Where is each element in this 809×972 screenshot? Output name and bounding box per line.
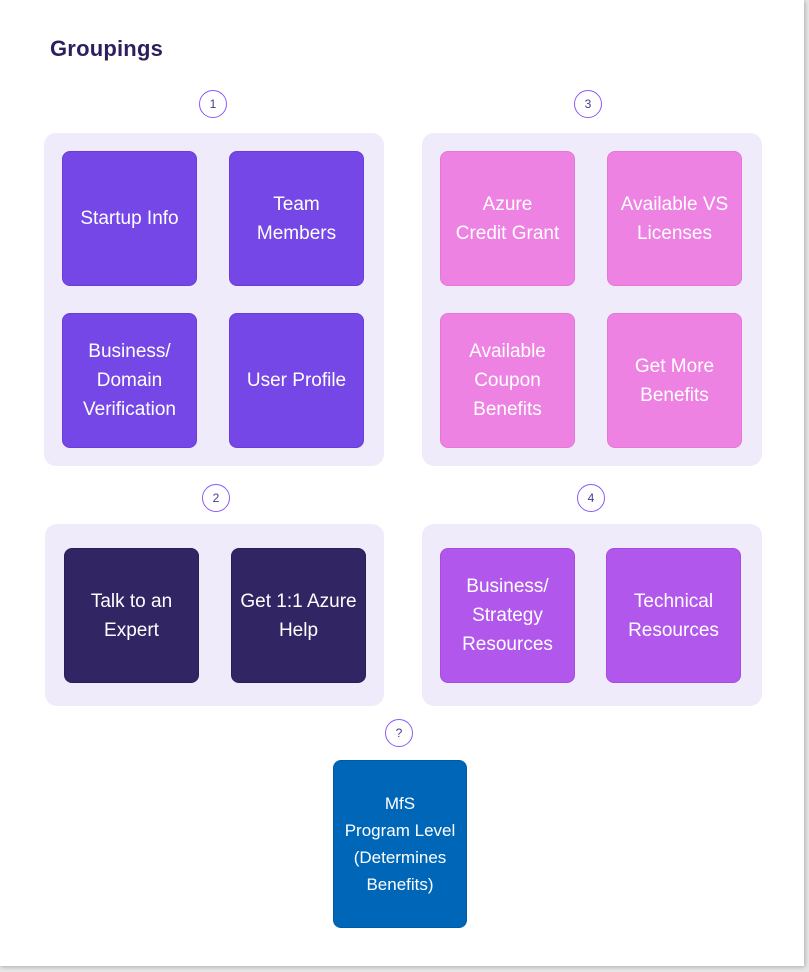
page-title: Groupings: [50, 36, 164, 61]
tile-startup-info[interactable]: Startup Info: [62, 151, 197, 286]
group-3-badge: 3: [574, 90, 602, 118]
tile-label: User Profile: [246, 370, 347, 391]
tile-user-profile[interactable]: User Profile: [229, 313, 364, 448]
tile-label: Startup Info: [80, 208, 179, 229]
unassigned-badge: ?: [385, 719, 413, 747]
group-4-badge: 4: [577, 484, 605, 512]
group-1-badge: 1: [199, 90, 227, 118]
group-2-badge: 2: [202, 484, 230, 512]
